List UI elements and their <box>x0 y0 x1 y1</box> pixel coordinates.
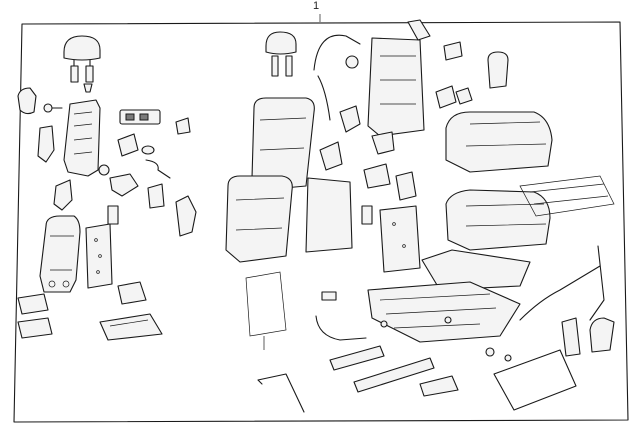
trim-strip-bottom <box>257 373 305 413</box>
armrest-pad <box>17 293 49 315</box>
bolt-left <box>43 103 63 113</box>
seatback-frame-left <box>63 99 101 177</box>
seat-track-left <box>329 345 385 371</box>
seatback-upper-cushion <box>251 97 315 191</box>
clip-top-right <box>407 19 431 41</box>
bracket-center-c <box>363 163 391 189</box>
seat-cushion-lower <box>445 189 551 251</box>
side-trim-right <box>487 51 509 89</box>
seat-rail-wire <box>519 245 605 321</box>
back-board <box>305 177 353 253</box>
side-cover-right <box>589 317 615 353</box>
hinge-bracket-left <box>53 179 73 211</box>
seat-track-right <box>353 357 435 393</box>
seat-frame-assembly <box>367 281 521 343</box>
bracket-center-a <box>339 105 361 133</box>
seatback-frame-center <box>367 37 425 137</box>
headrest-guide-left <box>70 65 94 93</box>
wire-harness-center <box>315 291 367 341</box>
latch-center <box>361 205 373 225</box>
side-cover-left <box>17 87 37 115</box>
recliner-cover-center <box>371 131 395 155</box>
clip-center-right <box>435 85 457 109</box>
seat-frame-lower-right <box>493 349 577 411</box>
switch-panel-left <box>119 109 161 125</box>
armrest-assembly <box>39 215 81 293</box>
bracket-center-b <box>319 141 343 171</box>
footrest-cover <box>419 375 459 397</box>
back-heater-mat <box>245 271 287 350</box>
small-bolts-center <box>380 316 512 362</box>
headrest-left <box>63 35 101 69</box>
bracket-center-d <box>395 171 417 201</box>
harness-clip-top <box>443 41 463 61</box>
callout-number: 1 <box>313 0 320 12</box>
seatback-lower-cushion <box>225 175 293 263</box>
heater-panel-center <box>379 205 421 273</box>
heater-mat-right <box>519 175 615 217</box>
tray-small <box>117 281 147 305</box>
bracket-small-left <box>147 183 165 209</box>
recliner-handle-left <box>98 164 139 197</box>
seat-belt-guide <box>313 34 361 121</box>
trim-cover-mid-left <box>175 195 197 237</box>
trim-panel-left <box>37 125 55 163</box>
latch-cover-right <box>561 317 581 357</box>
clip-small-a <box>175 117 191 135</box>
cup-holder <box>117 133 155 157</box>
headrest-center <box>265 31 297 77</box>
heater-panel-left <box>85 223 113 289</box>
cable-left <box>145 159 171 179</box>
seat-cushion-upper <box>445 111 553 173</box>
armrest-lid <box>17 317 53 339</box>
tray-large <box>99 313 163 341</box>
clip-right-small <box>455 87 473 105</box>
latch-left <box>107 205 119 225</box>
